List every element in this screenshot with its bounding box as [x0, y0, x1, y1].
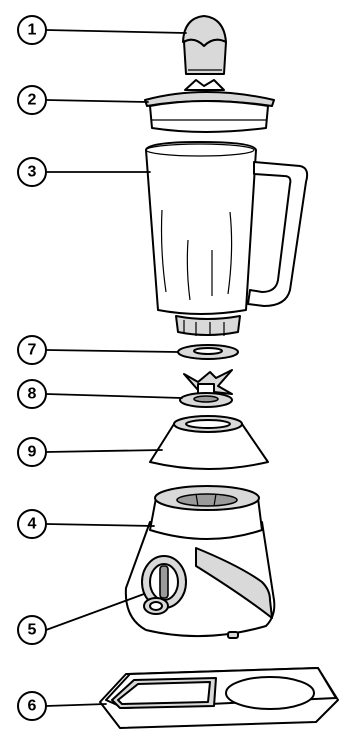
part-blade-assembly	[180, 370, 232, 407]
callout-3: 3	[18, 158, 46, 186]
part-juicer-lid	[145, 80, 274, 132]
callout-8: 8	[18, 380, 46, 408]
callout-label-4: 4	[28, 516, 37, 533]
leader-line-7	[46, 350, 178, 352]
part-jar-base	[150, 416, 268, 469]
part-blender-jar	[146, 142, 307, 336]
callout-4: 4	[18, 510, 46, 538]
part-sealing-ring	[178, 345, 238, 359]
callout-label-9: 9	[28, 444, 37, 461]
callouts: 1 2 3 7 8 9 4 5	[18, 16, 46, 720]
callout-7: 7	[18, 336, 46, 364]
callout-1: 1	[18, 16, 46, 44]
callout-label-2: 2	[28, 92, 37, 109]
leader-line-8	[46, 394, 182, 398]
leader-line-9	[46, 450, 162, 452]
part-motor-base	[126, 486, 275, 638]
leader-line-4	[46, 524, 154, 526]
callout-label-6: 6	[28, 698, 37, 715]
part-tray	[100, 668, 338, 728]
callout-2: 2	[18, 86, 46, 114]
callout-label-7: 7	[28, 342, 37, 359]
leader-line-6	[46, 704, 106, 706]
leader-line-2	[46, 100, 148, 102]
callout-label-1: 1	[28, 22, 37, 39]
callout-label-3: 3	[28, 164, 37, 181]
callout-5: 5	[18, 616, 46, 644]
leader-line-1	[46, 30, 186, 33]
callout-9: 9	[18, 438, 46, 466]
part-juicer-cap	[183, 16, 226, 74]
callout-label-5: 5	[28, 622, 37, 639]
callout-6: 6	[18, 692, 46, 720]
callout-label-8: 8	[28, 386, 37, 403]
